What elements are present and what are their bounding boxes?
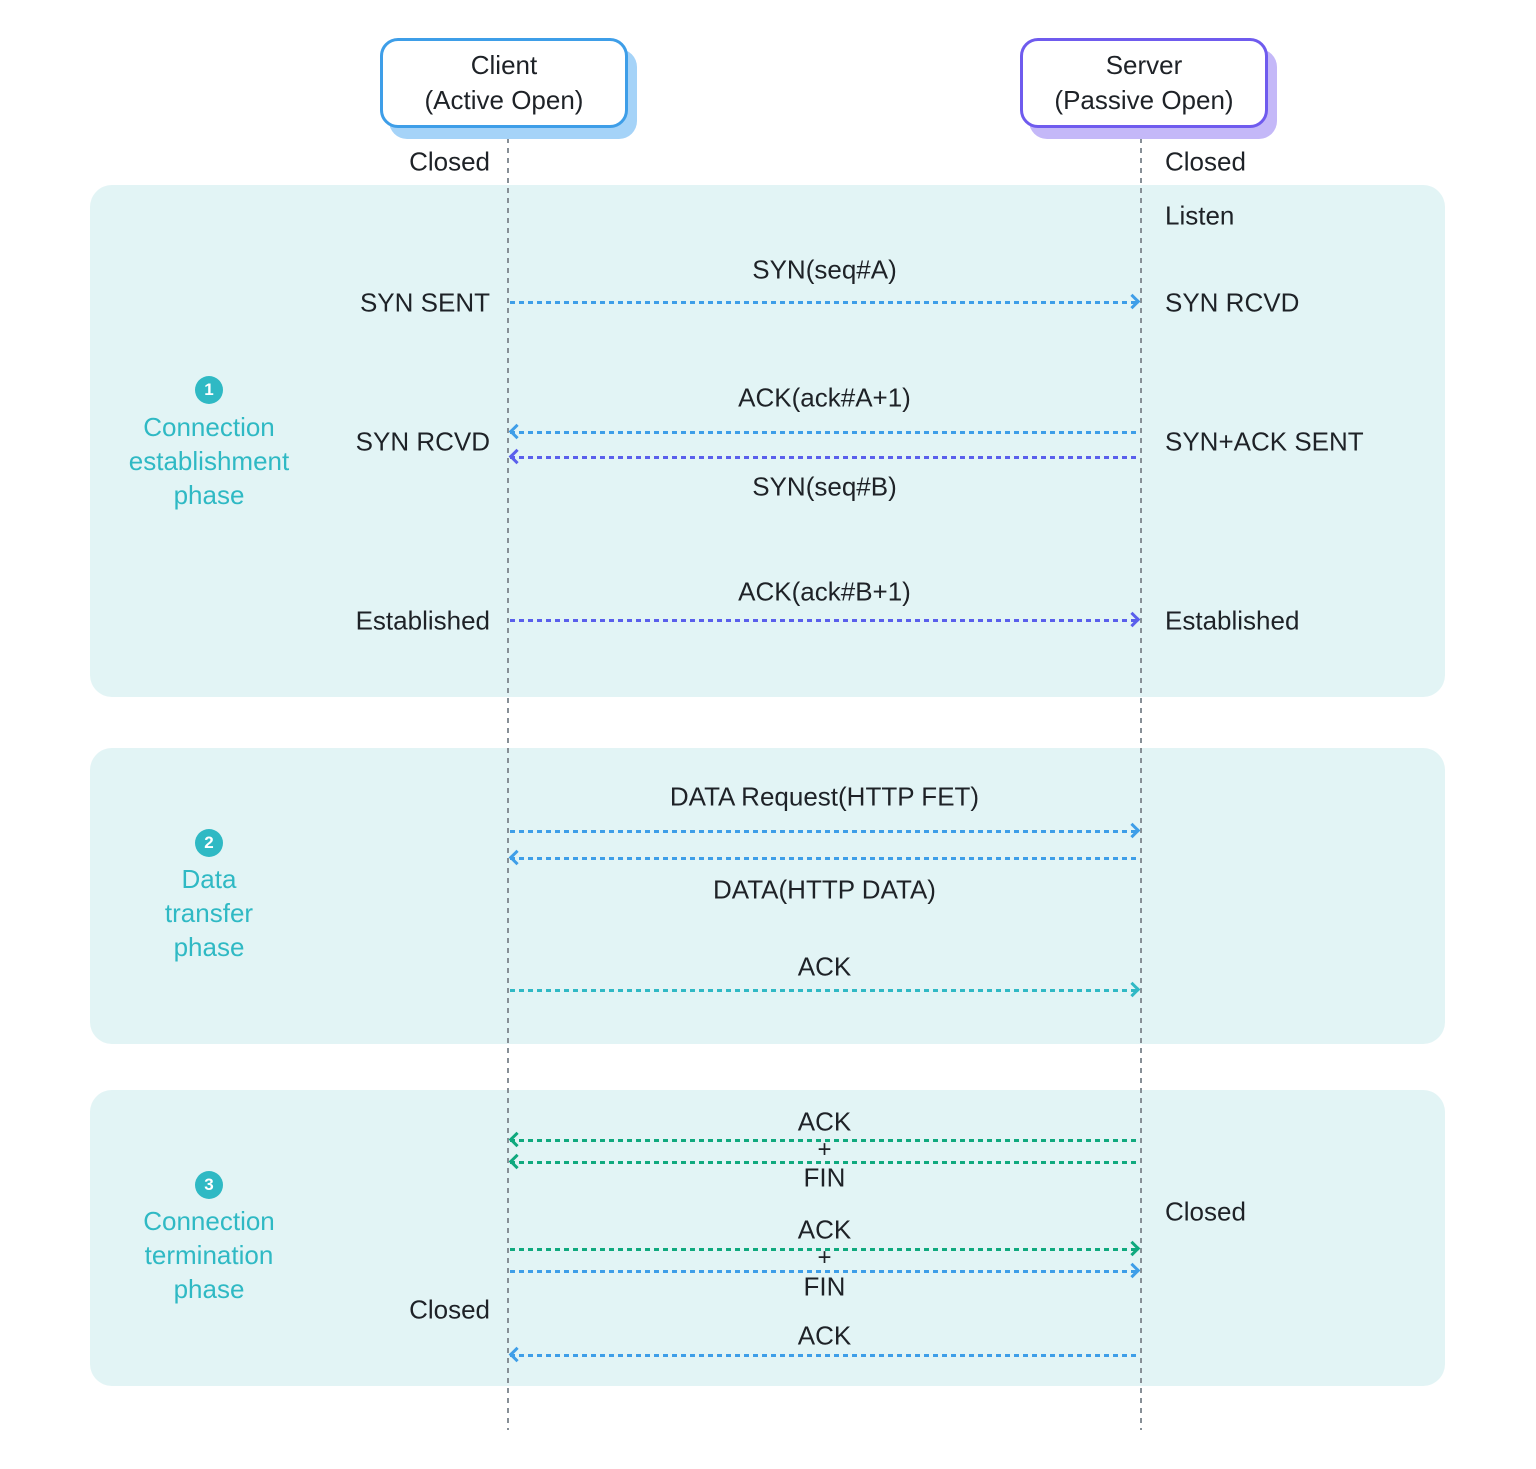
client-lifeline (507, 128, 509, 1430)
server-lifeline (1140, 128, 1142, 1430)
phase-3-caption-line-2: termination (144, 1240, 274, 1270)
phase-2-caption-line-2: transfer (164, 898, 254, 928)
msg-ack-a1-arrow (508, 423, 1139, 440)
msg-server-fin-ack-label: ACK (797, 1106, 852, 1137)
phase-2-caption-line-3: phase (173, 932, 245, 962)
phase-panel-data-transfer (90, 748, 1445, 1044)
server-subtitle: (Passive Open) (1054, 85, 1234, 115)
server-state-closed-top: Closed (1165, 146, 1246, 177)
client-title: Client (470, 50, 538, 80)
msg-final-ack-arrow (508, 1346, 1139, 1363)
msg-syn-seq-b-arrow (508, 448, 1139, 465)
msg-syn-seq-a-label: SYN(seq#A) (752, 254, 897, 285)
server-state-syn-ack-sent: SYN+ACK SENT (1165, 426, 1364, 457)
msg-server-fin-arrow (508, 1153, 1139, 1170)
server-state-listen: Listen (1165, 200, 1235, 231)
msg-data-ack-arrow (510, 981, 1141, 998)
client-state-syn-sent: SYN SENT (359, 287, 490, 318)
msg-server-fin-label: FIN (803, 1162, 846, 1193)
client-state-established: Established (355, 605, 490, 636)
phase-3-caption-line-3: phase (173, 1274, 245, 1304)
msg-data-response-arrow (508, 849, 1139, 866)
server-title: Server (1105, 50, 1183, 80)
phase-1-caption-line-1: Connection (143, 412, 275, 442)
phase-2-caption-line-1: Data (181, 864, 237, 894)
msg-data-request-arrow (510, 822, 1141, 839)
server-state-syn-rcvd: SYN RCVD (1165, 287, 1300, 318)
phase-3-caption: Connection termination phase (143, 1204, 275, 1306)
msg-syn-seq-a-arrow (510, 293, 1141, 310)
phase-3-badge: 3 (195, 1171, 223, 1199)
msg-data-request-label: DATA Request(HTTP FET) (669, 781, 980, 812)
msg-client-ack-arrow (510, 1240, 1141, 1257)
msg-data-ack-label: ACK (797, 951, 852, 982)
client-actor-box: Client (Active Open) (380, 38, 628, 128)
phase-panel-connection-establishment (90, 185, 1445, 697)
msg-client-fin-arrow (510, 1262, 1141, 1279)
msg-ack-a1-label: ACK(ack#A+1) (738, 382, 911, 413)
phase-3-caption-line-1: Connection (143, 1206, 275, 1236)
client-state-syn-rcvd: SYN RCVD (355, 426, 490, 457)
server-state-closed-end: Closed (1165, 1196, 1246, 1227)
msg-ack-b1-arrow (510, 611, 1141, 628)
msg-client-fin-label: FIN (803, 1271, 846, 1302)
client-state-closed-top: Closed (409, 146, 490, 177)
msg-ack-b1-label: ACK(ack#B+1) (738, 576, 911, 607)
phase-1-caption-line-3: phase (173, 480, 245, 510)
phase-1-caption: Connection establishment phase (129, 410, 289, 512)
msg-client-fin-ack-plus: + (817, 1244, 832, 1271)
client-state-closed-end: Closed (409, 1294, 490, 1325)
server-actor-box: Server (Passive Open) (1020, 38, 1268, 128)
msg-syn-seq-b-label: SYN(seq#B) (752, 471, 897, 502)
msg-data-response-label: DATA(HTTP DATA) (713, 874, 936, 905)
server-state-established: Established (1165, 605, 1300, 636)
msg-server-fin-ack-plus: + (817, 1136, 832, 1163)
phase-1-badge: 1 (195, 376, 223, 404)
phase-2-badge: 2 (195, 829, 223, 857)
msg-final-ack-label: ACK (797, 1320, 852, 1351)
client-subtitle: (Active Open) (424, 85, 584, 115)
msg-server-ack-arrow (508, 1131, 1139, 1148)
phase-2-caption: Data transfer phase (165, 862, 253, 964)
phase-1-caption-line-2: establishment (128, 446, 290, 476)
msg-client-fin-ack-label: ACK (797, 1214, 852, 1245)
